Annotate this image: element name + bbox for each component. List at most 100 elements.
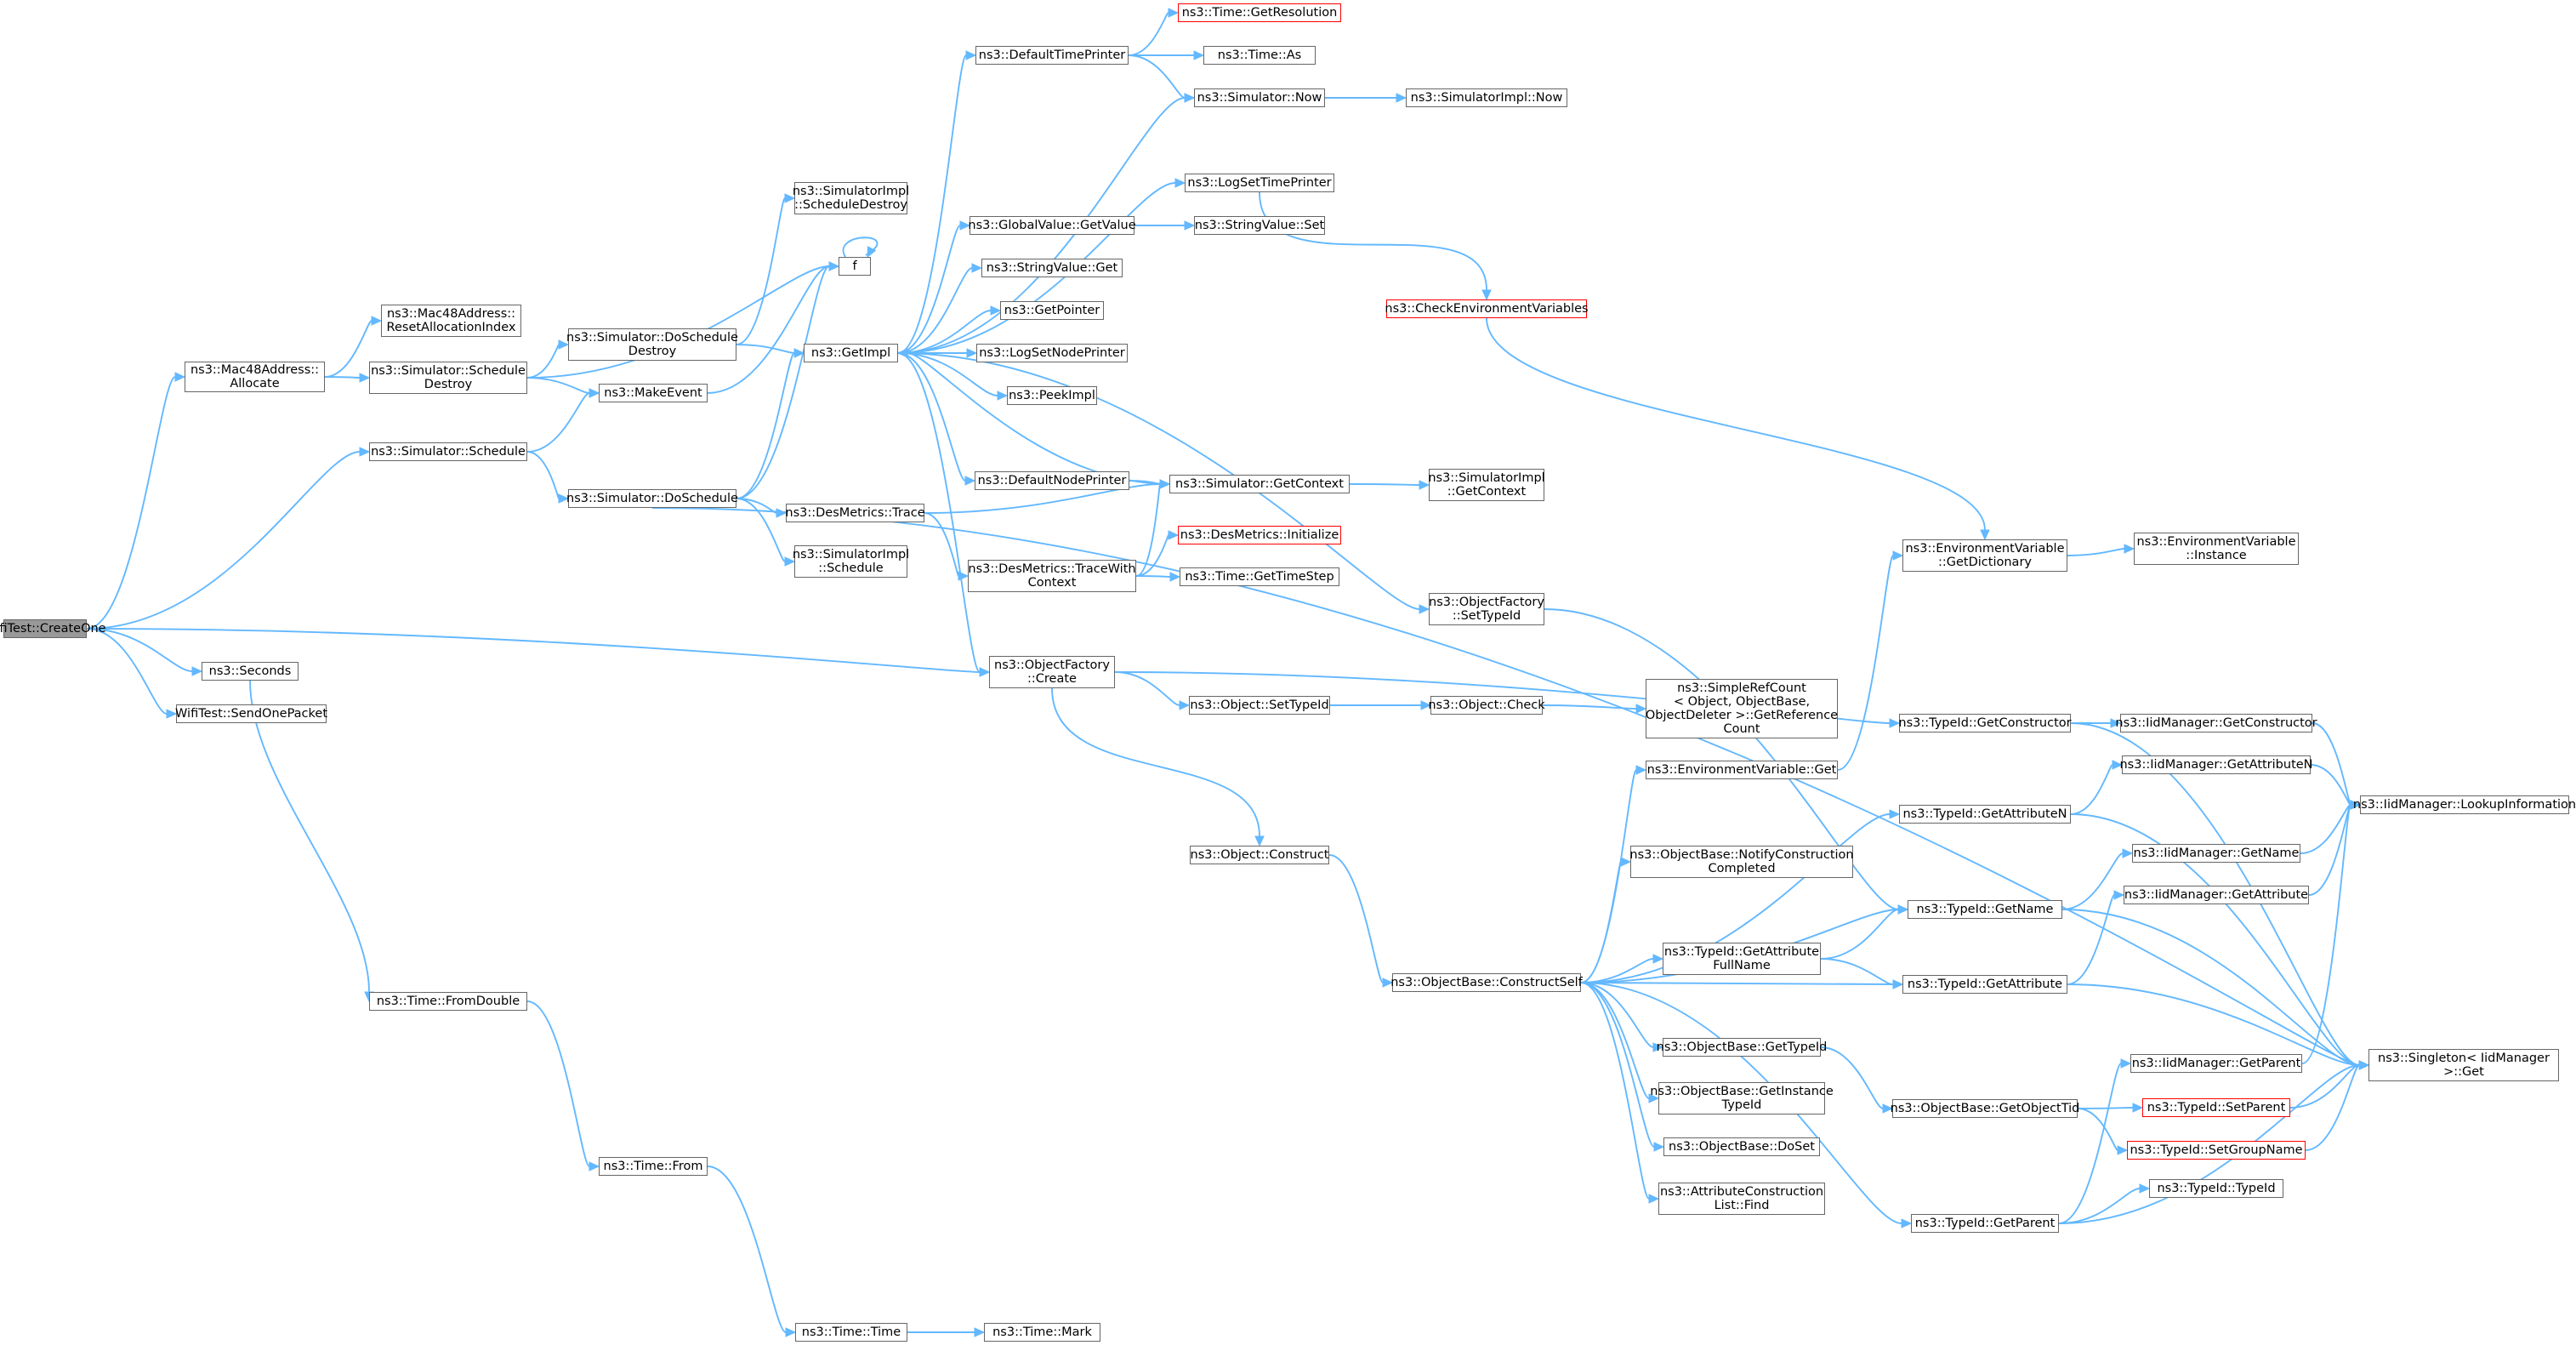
node-label-line: ns3::TypeId::GetAttribute	[1663, 945, 1820, 959]
node-getResolution[interactable]: ns3::Time::GetResolution	[1178, 3, 1341, 22]
node-simSchedule[interactable]: ns3::Simulator::Schedule	[369, 442, 527, 461]
node-tidGetParent[interactable]: ns3::TypeId::GetParent	[1911, 1214, 2059, 1233]
node-fromDouble[interactable]: ns3::Time::FromDouble	[369, 992, 527, 1011]
edge-arrowhead	[2117, 1145, 2129, 1155]
node-mac48Allocate[interactable]: ns3::Mac48Address::Allocate	[185, 362, 325, 392]
node-label-line: Destroy	[424, 378, 473, 391]
node-label-line: ::Schedule	[818, 561, 884, 575]
node-label-line: ns3::LogSetNodePrinter	[979, 346, 1125, 360]
node-iidGetName[interactable]: ns3::IidManager::GetName	[2132, 844, 2300, 863]
node-envGet[interactable]: ns3::EnvironmentVariable::Get	[1646, 761, 1838, 779]
node-timeAs[interactable]: ns3::Time::As	[1203, 46, 1316, 65]
node-label-line: Completed	[1708, 862, 1776, 875]
node-makeEvent[interactable]: ns3::MakeEvent	[599, 384, 708, 402]
node-desTrace[interactable]: ns3::DesMetrics::Trace	[785, 504, 925, 522]
edge-arrowhead	[2113, 890, 2125, 900]
node-tidSetGroup[interactable]: ns3::TypeId::SetGroupName	[2127, 1141, 2306, 1160]
node-stringSet[interactable]: ns3::StringValue::Set	[1194, 216, 1325, 235]
node-getTimeStep[interactable]: ns3::Time::GetTimeStep	[1180, 567, 1339, 586]
node-timeFrom[interactable]: ns3::Time::From	[599, 1157, 708, 1176]
node-obDoSet[interactable]: ns3::ObjectBase::DoSet	[1663, 1137, 1820, 1156]
edge-arrowhead	[1889, 809, 1901, 819]
node-iidGetParent[interactable]: ns3::IidManager::GetParent	[2130, 1054, 2302, 1073]
node-timeTime[interactable]: ns3::Time::Time	[795, 1323, 907, 1342]
node-implGetContext[interactable]: ns3::SimulatorImpl::GetContext	[1428, 469, 1545, 501]
edge-arrowhead	[2122, 848, 2134, 858]
node-logSetTime[interactable]: ns3::LogSetTimePrinter	[1185, 174, 1334, 192]
call-edge	[2067, 983, 2360, 1066]
call-edge	[1580, 861, 1622, 983]
node-envInstance[interactable]: ns3::EnvironmentVariable::Instance	[2134, 533, 2299, 565]
call-edge	[2305, 1064, 2360, 1151]
node-getImpl[interactable]: ns3::GetImpl	[804, 344, 898, 362]
node-peekImpl[interactable]: ns3::PeekImpl	[1007, 386, 1097, 405]
node-label-line: Destroy	[628, 345, 677, 358]
node-checkEnv[interactable]: ns3::CheckEnvironmentVariables	[1385, 299, 1589, 318]
edge-arrowhead	[1652, 1042, 1664, 1052]
node-doSchedule[interactable]: ns3::Simulator::DoSchedule	[566, 489, 738, 508]
node-label-line: ns3::Time::Time	[801, 1325, 901, 1339]
node-tidGetName[interactable]: ns3::TypeId::GetName	[1908, 900, 2062, 919]
node-desInit[interactable]: ns3::DesMetrics::Initialize	[1178, 526, 1341, 544]
node-singletonGet[interactable]: ns3::Singleton< IidManager>::Get	[2368, 1049, 2559, 1081]
node-tidTypeId[interactable]: ns3::TypeId::TypeId	[2149, 1179, 2283, 1198]
node-obGetObjTid[interactable]: ns3::ObjectBase::GetObjectTid	[1891, 1099, 2079, 1118]
node-label-line: ObjectDeleter >::GetReference	[1645, 709, 1839, 722]
node-defTimePrinter[interactable]: ns3::DefaultTimePrinter	[975, 46, 1129, 65]
call-edge	[1580, 813, 1891, 983]
node-ofSetTypeId[interactable]: ns3::ObjectFactory::SetTypeId	[1429, 593, 1544, 625]
node-getContext[interactable]: ns3::Simulator::GetContext	[1169, 475, 1350, 493]
node-implSchedule[interactable]: ns3::SimulatorImpl::Schedule	[793, 545, 909, 578]
node-envGetDict[interactable]: ns3::EnvironmentVariable::GetDictionary	[1902, 539, 2067, 572]
node-tidGetCtor[interactable]: ns3::TypeId::GetConstructor	[1898, 714, 2072, 733]
node-objCheck[interactable]: ns3::Object::Check	[1428, 696, 1545, 715]
node-label-line: Count	[1723, 722, 1760, 736]
call-edge	[1820, 909, 1899, 960]
call-edge	[1051, 687, 1260, 837]
node-timeMark[interactable]: ns3::Time::Mark	[984, 1323, 1100, 1342]
edge-arrowhead	[2120, 1058, 2132, 1069]
node-getPointer[interactable]: ns3::GetPointer	[1000, 301, 1104, 320]
node-simNow[interactable]: ns3::Simulator::Now	[1194, 88, 1325, 107]
node-label-line: ns3::IidManager::GetAttribute	[2124, 888, 2309, 902]
call-edge	[1580, 769, 1637, 983]
node-tidGetAttr[interactable]: ns3::TypeId::GetAttribute	[1902, 975, 2067, 994]
node-iidGetAttr[interactable]: ns3::IidManager::GetAttribute	[2124, 886, 2309, 904]
node-tidGetAttrN[interactable]: ns3::TypeId::GetAttributeN	[1899, 805, 2071, 824]
call-edge	[2061, 852, 2124, 910]
call-edge	[526, 265, 830, 379]
edge-arrowhead	[2358, 1060, 2370, 1070]
call-edge	[897, 352, 966, 482]
node-iidGetCtor[interactable]: ns3::IidManager::GetConstructor	[2115, 714, 2317, 733]
node-sendOne[interactable]: WifiTest::SendOnePacket	[175, 704, 327, 723]
node-label-line: ns3::Singleton< IidManager	[2378, 1052, 2550, 1065]
edge-arrowhead	[1897, 904, 1909, 915]
node-obGetTypeId[interactable]: ns3::ObjectBase::GetTypeId	[1657, 1038, 1827, 1057]
node-logSetNode[interactable]: ns3::LogSetNodePrinter	[976, 344, 1128, 362]
node-iidGetAttrN[interactable]: ns3::IidManager::GetAttributeN	[2119, 755, 2313, 774]
node-stringGet[interactable]: ns3::StringValue::Get	[981, 259, 1123, 277]
edge-arrowhead	[1635, 704, 1647, 714]
node-objSetTypeId[interactable]: ns3::Object::SetTypeId	[1189, 696, 1330, 715]
node-implSchedDestroy[interactable]: ns3::SimulatorImpl::ScheduleDestroy	[793, 182, 909, 214]
node-createOne[interactable]: WifiTest::CreateOne	[0, 619, 106, 638]
node-iidLookup[interactable]: ns3::IidManager::LookupInformation	[2353, 795, 2576, 814]
node-tidSetParent[interactable]: ns3::TypeId::SetParent	[2142, 1098, 2290, 1117]
node-resetAlloc[interactable]: ns3::Mac48Address::ResetAllocationIndex	[381, 305, 521, 337]
node-objFactCreate[interactable]: ns3::ObjectFactory::Create	[989, 656, 1115, 688]
node-seconds[interactable]: ns3::Seconds	[202, 662, 299, 681]
node-constructSelf[interactable]: ns3::ObjectBase::ConstructSelf	[1390, 973, 1583, 992]
node-fnode[interactable]: f	[839, 257, 871, 276]
node-globalGet[interactable]: ns3::GlobalValue::GetValue	[968, 216, 1136, 235]
node-implNow[interactable]: ns3::SimulatorImpl::Now	[1406, 88, 1567, 107]
node-simpleRef[interactable]: ns3::SimpleRefCount< Object, ObjectBase,…	[1646, 679, 1838, 738]
node-objConstruct[interactable]: ns3::Object::Construct	[1190, 846, 1329, 864]
node-defNodePrinter[interactable]: ns3::DefaultNodePrinter	[975, 471, 1129, 490]
